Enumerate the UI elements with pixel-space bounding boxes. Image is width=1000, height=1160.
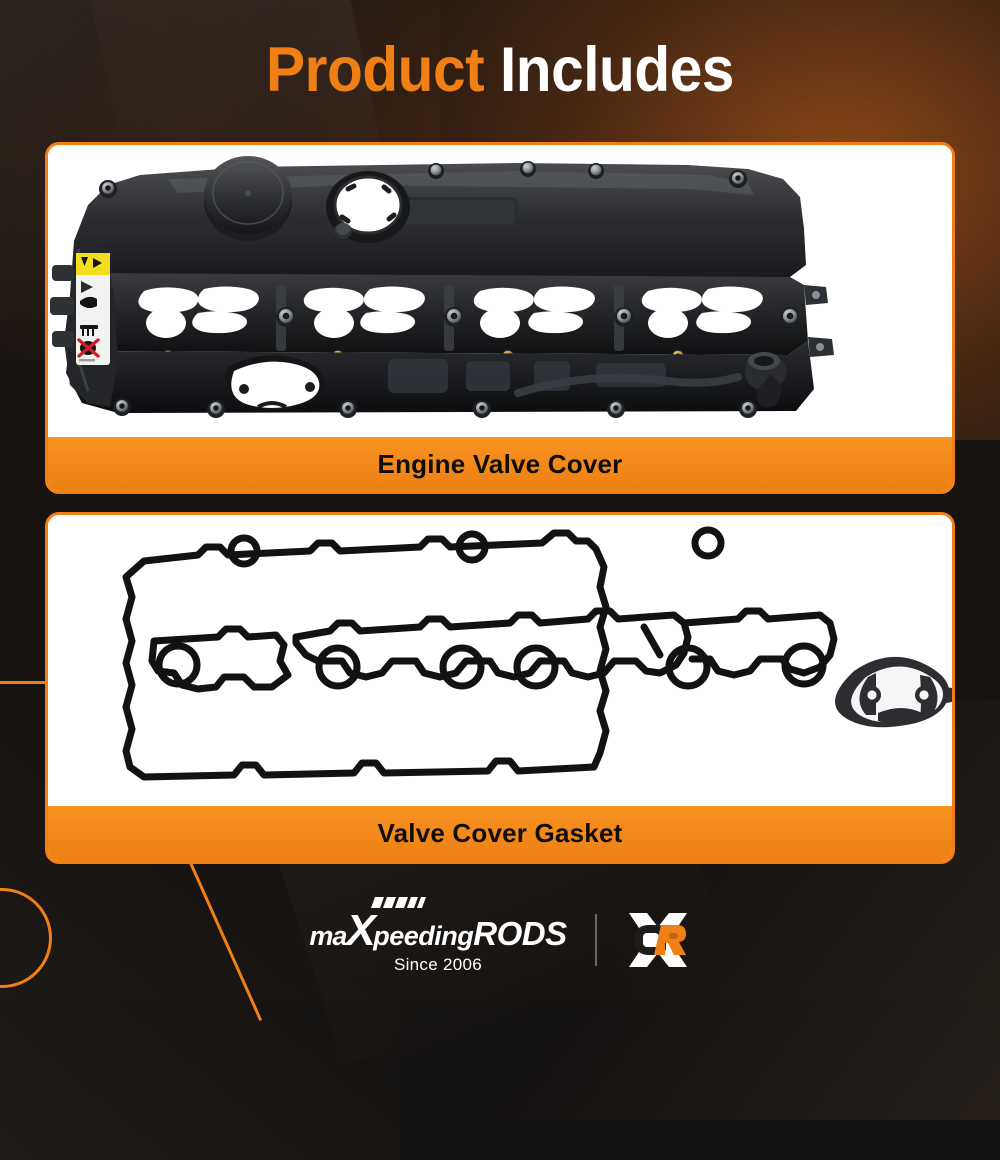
footer-divider	[594, 914, 597, 966]
product-card-engine-valve-cover[interactable]: Engine Valve Cover	[45, 142, 955, 494]
main-gasket-outline	[122, 526, 838, 781]
page-title-highlight: Product	[266, 35, 485, 105]
brand-since-text: Since 2006	[393, 954, 483, 974]
accent-line-left	[0, 681, 58, 684]
page-title-rest: Includes	[499, 35, 734, 105]
brand-part-x: X	[346, 905, 376, 955]
oval-breather-gasket	[835, 656, 952, 728]
warning-decal	[76, 253, 110, 365]
x-badge-logo	[625, 909, 691, 971]
gasket-illustration	[122, 526, 952, 781]
engine-valve-cover-label: Engine Valve Cover	[48, 437, 952, 491]
page-title: Product Includes	[35, 34, 965, 106]
x-badge-icon	[628, 913, 687, 967]
checkered-flag-icon	[371, 896, 427, 908]
engine-valve-cover-image	[48, 145, 952, 437]
bolt-boss	[276, 307, 800, 327]
valve-cover-gasket-label: Valve Cover Gasket	[48, 806, 952, 861]
brand-part-peeding: peeding	[373, 920, 474, 951]
product-card-valve-cover-gasket[interactable]: Valve Cover Gasket	[45, 512, 955, 864]
brand-part-rods: RODS	[473, 914, 567, 952]
valve-cover-illustration	[50, 156, 834, 418]
brand-part-ma: ma	[309, 920, 347, 951]
valve-cover-gasket-image	[48, 515, 952, 806]
x-badge-monogram	[634, 925, 686, 955]
